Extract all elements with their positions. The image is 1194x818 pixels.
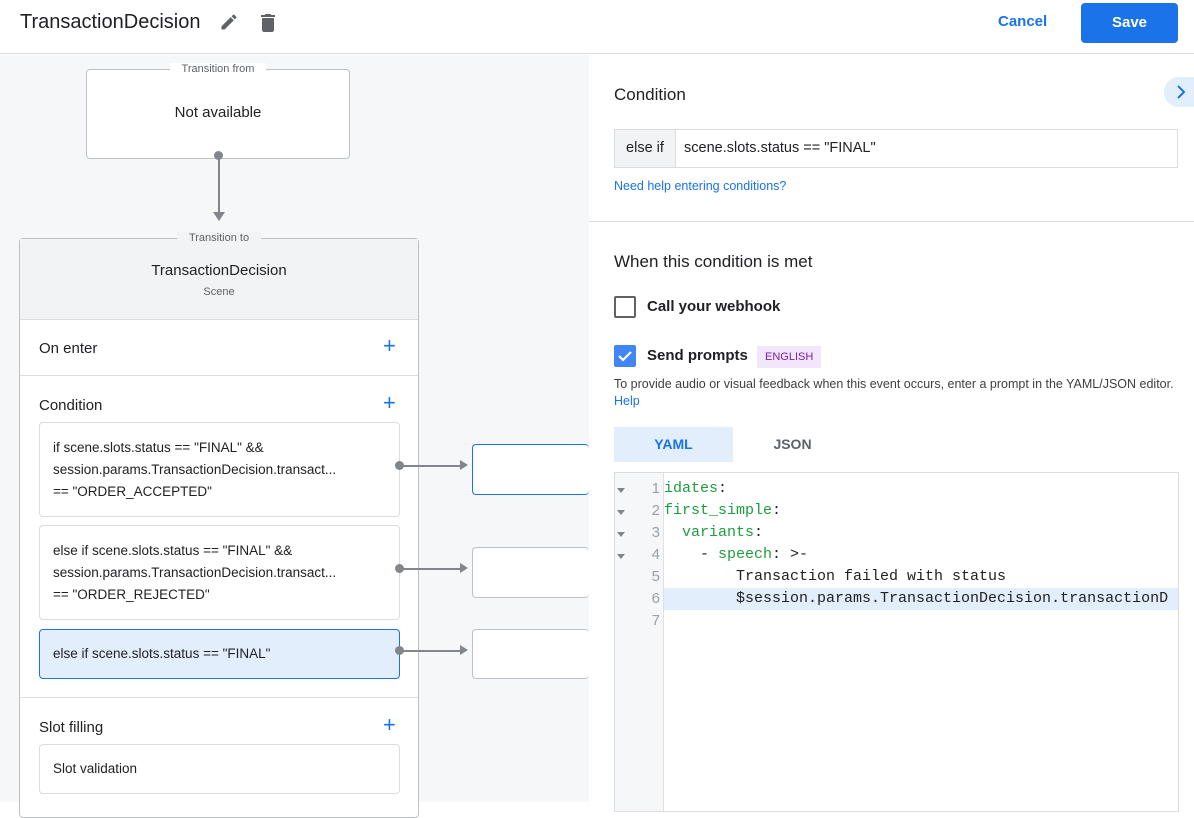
code-line: idates: bbox=[664, 480, 728, 497]
transition-target-box[interactable] bbox=[472, 444, 589, 495]
connector-line bbox=[218, 155, 220, 213]
send-prompts-label: Send prompts bbox=[647, 347, 748, 364]
code-line: $session.params.TransactionDecision.tran… bbox=[664, 590, 1169, 607]
code-line: variants: bbox=[682, 524, 764, 541]
fold-arrow-icon[interactable] bbox=[617, 488, 625, 493]
arrow-head-icon bbox=[460, 563, 468, 573]
add-slot-icon[interactable]: + bbox=[383, 712, 396, 737]
header-bar: TransactionDecision Cancel Save bbox=[0, 0, 1194, 54]
condition-line: if scene.slots.status == "FINAL" && bbox=[53, 439, 264, 455]
description-text: To provide audio or visual feedback when… bbox=[614, 377, 1174, 391]
condition-input[interactable]: scene.slots.status == "FINAL" bbox=[684, 140, 876, 156]
webhook-checkbox[interactable] bbox=[614, 296, 636, 318]
condition-prefix: else if bbox=[615, 130, 676, 167]
condition-item[interactable]: else if scene.slots.status == "FINAL" &&… bbox=[39, 525, 400, 620]
condition-label: Condition bbox=[39, 397, 103, 414]
arrow-head-icon bbox=[213, 212, 225, 221]
connector-line bbox=[400, 568, 460, 570]
fold-arrow-icon[interactable] bbox=[617, 554, 625, 559]
condition-line: session.params.TransactionDecision.trans… bbox=[53, 461, 337, 477]
send-prompts-checkbox[interactable] bbox=[614, 345, 636, 367]
check-icon bbox=[618, 351, 632, 362]
collapse-panel-button[interactable] bbox=[1164, 77, 1194, 107]
line-number: 2 bbox=[651, 502, 660, 519]
slot-validation-label: Slot validation bbox=[53, 761, 138, 776]
connector-line bbox=[400, 650, 460, 652]
fold-arrow-icon[interactable] bbox=[617, 510, 625, 515]
yaml-editor[interactable]: 1 2 3 4 5 6 7 idates: first_simple: vari… bbox=[614, 472, 1179, 812]
connector-line bbox=[400, 465, 460, 467]
scene-card: Transition to TransactionDecision Scene … bbox=[19, 232, 419, 818]
tab-json[interactable]: JSON bbox=[773, 436, 812, 452]
flow-canvas: Transition from Not available Transition… bbox=[0, 55, 589, 818]
line-number: 6 bbox=[651, 590, 660, 607]
line-number: 3 bbox=[651, 524, 660, 541]
slot-validation-item[interactable]: Slot validation bbox=[39, 744, 400, 794]
help-conditions-link[interactable]: Need help entering conditions? bbox=[614, 179, 787, 193]
save-button[interactable]: Save bbox=[1081, 3, 1178, 43]
delete-icon[interactable] bbox=[256, 11, 280, 35]
scene-header[interactable]: Transition to TransactionDecision Scene bbox=[20, 232, 418, 320]
divider bbox=[20, 375, 418, 376]
active-line-highlight bbox=[664, 588, 1178, 610]
line-number: 5 bbox=[651, 568, 660, 585]
condition-line: else if scene.slots.status == "FINAL" bbox=[53, 646, 271, 661]
edit-icon[interactable] bbox=[219, 12, 239, 32]
prompt-description: To provide audio or visual feedback when… bbox=[614, 376, 1174, 410]
transition-target-box[interactable] bbox=[472, 547, 589, 598]
add-condition-icon[interactable]: + bbox=[383, 390, 396, 415]
transition-from-box: Transition from Not available bbox=[86, 63, 350, 159]
tab-yaml[interactable]: YAML bbox=[614, 427, 733, 462]
transition-from-legend: Transition from bbox=[169, 63, 267, 75]
code-line: - speech: >- bbox=[664, 546, 809, 563]
arrow-head-icon bbox=[460, 460, 468, 470]
connector-dot bbox=[395, 461, 404, 470]
transition-target-box[interactable] bbox=[472, 629, 589, 679]
when-condition-title: When this condition is met bbox=[614, 252, 813, 271]
code-line: Transaction failed with status bbox=[664, 568, 1007, 585]
webhook-label: Call your webhook bbox=[647, 298, 781, 315]
code-line: first_simple: bbox=[664, 502, 782, 519]
help-link[interactable]: Help bbox=[614, 394, 640, 408]
condition-line: == "ORDER_ACCEPTED" bbox=[53, 483, 212, 499]
connector-dot bbox=[395, 564, 404, 573]
connector-dot bbox=[395, 646, 404, 655]
fold-arrow-icon[interactable] bbox=[617, 532, 625, 537]
scene-type: Scene bbox=[203, 286, 235, 298]
line-number: 1 bbox=[651, 480, 660, 497]
arrow-head-icon bbox=[460, 645, 468, 655]
scene-name: TransactionDecision bbox=[151, 262, 287, 279]
transition-from-value: Not available bbox=[174, 104, 262, 121]
language-badge: ENGLISH bbox=[757, 346, 822, 368]
editor-gutter bbox=[615, 473, 664, 811]
condition-input-group: else if scene.slots.status == "FINAL" bbox=[614, 129, 1178, 168]
condition-panel: Condition else if scene.slots.status == … bbox=[589, 55, 1194, 812]
condition-title: Condition bbox=[614, 85, 686, 104]
line-number: 7 bbox=[651, 612, 660, 629]
transition-to-legend: Transition to bbox=[176, 232, 262, 244]
on-enter-label: On enter bbox=[39, 340, 98, 357]
divider bbox=[589, 221, 1194, 222]
add-on-enter-icon[interactable]: + bbox=[383, 333, 396, 358]
condition-item-selected[interactable]: else if scene.slots.status == "FINAL" bbox=[39, 629, 400, 679]
line-number: 4 bbox=[651, 546, 660, 563]
condition-item[interactable]: if scene.slots.status == "FINAL" && sessi… bbox=[39, 422, 400, 517]
cancel-button[interactable]: Cancel bbox=[998, 13, 1048, 30]
condition-line: session.params.TransactionDecision.trans… bbox=[53, 564, 337, 580]
condition-line: else if scene.slots.status == "FINAL" && bbox=[53, 542, 293, 558]
chevron-right-icon bbox=[1177, 85, 1186, 99]
condition-line: == "ORDER_REJECTED" bbox=[53, 586, 210, 602]
page-title: TransactionDecision bbox=[20, 11, 201, 33]
slot-filling-label: Slot filling bbox=[39, 719, 104, 736]
divider bbox=[20, 697, 418, 698]
